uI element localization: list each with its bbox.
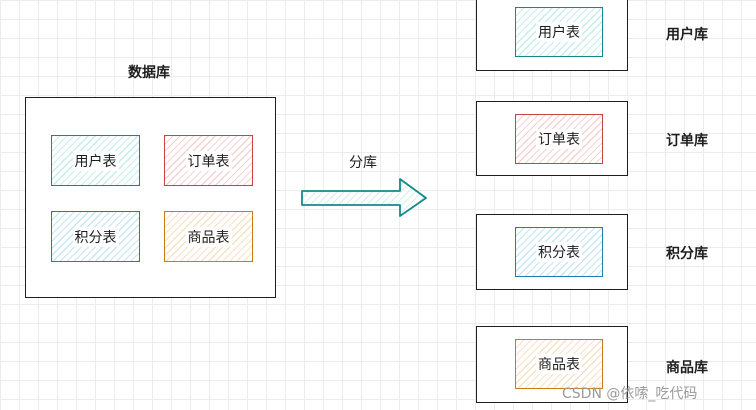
table-label: 积分表 xyxy=(72,226,119,247)
source-table-orders: 订单表 xyxy=(164,135,253,186)
table-label: 用户表 xyxy=(72,150,119,171)
table-label: 商品表 xyxy=(185,226,232,247)
watermark: CSDN @依嗦_吃代码 xyxy=(562,386,698,402)
source-db-box: 用户表 订单表 积分表 商品表 xyxy=(25,97,276,298)
target-db-name-orders: 订单库 xyxy=(666,133,708,149)
target-table-points: 积分表 xyxy=(515,227,603,277)
target-table-users: 用户表 xyxy=(515,7,603,57)
target-db-name-users: 用户库 xyxy=(666,27,708,43)
table-label: 商品表 xyxy=(536,354,582,374)
source-db-title: 数据库 xyxy=(128,65,170,81)
target-db-box-users: 用户表 xyxy=(476,0,628,71)
split-arrow-label: 分库 xyxy=(349,155,377,171)
target-db-box-orders: 订单表 xyxy=(476,101,628,176)
source-table-points: 积分表 xyxy=(51,211,140,262)
table-label: 积分表 xyxy=(536,242,582,262)
target-table-products: 商品表 xyxy=(515,339,603,389)
split-arrow xyxy=(301,178,427,217)
target-table-orders: 订单表 xyxy=(515,114,603,164)
target-db-box-points: 积分表 xyxy=(476,214,628,290)
source-table-users: 用户表 xyxy=(51,135,140,186)
table-label: 订单表 xyxy=(185,150,232,171)
target-db-name-points: 积分库 xyxy=(666,246,708,262)
table-label: 订单表 xyxy=(536,129,582,149)
target-db-box-products: 商品表 xyxy=(476,326,628,403)
target-db-name-products: 商品库 xyxy=(666,360,708,376)
source-table-products: 商品表 xyxy=(164,211,253,262)
table-label: 用户表 xyxy=(536,22,582,42)
